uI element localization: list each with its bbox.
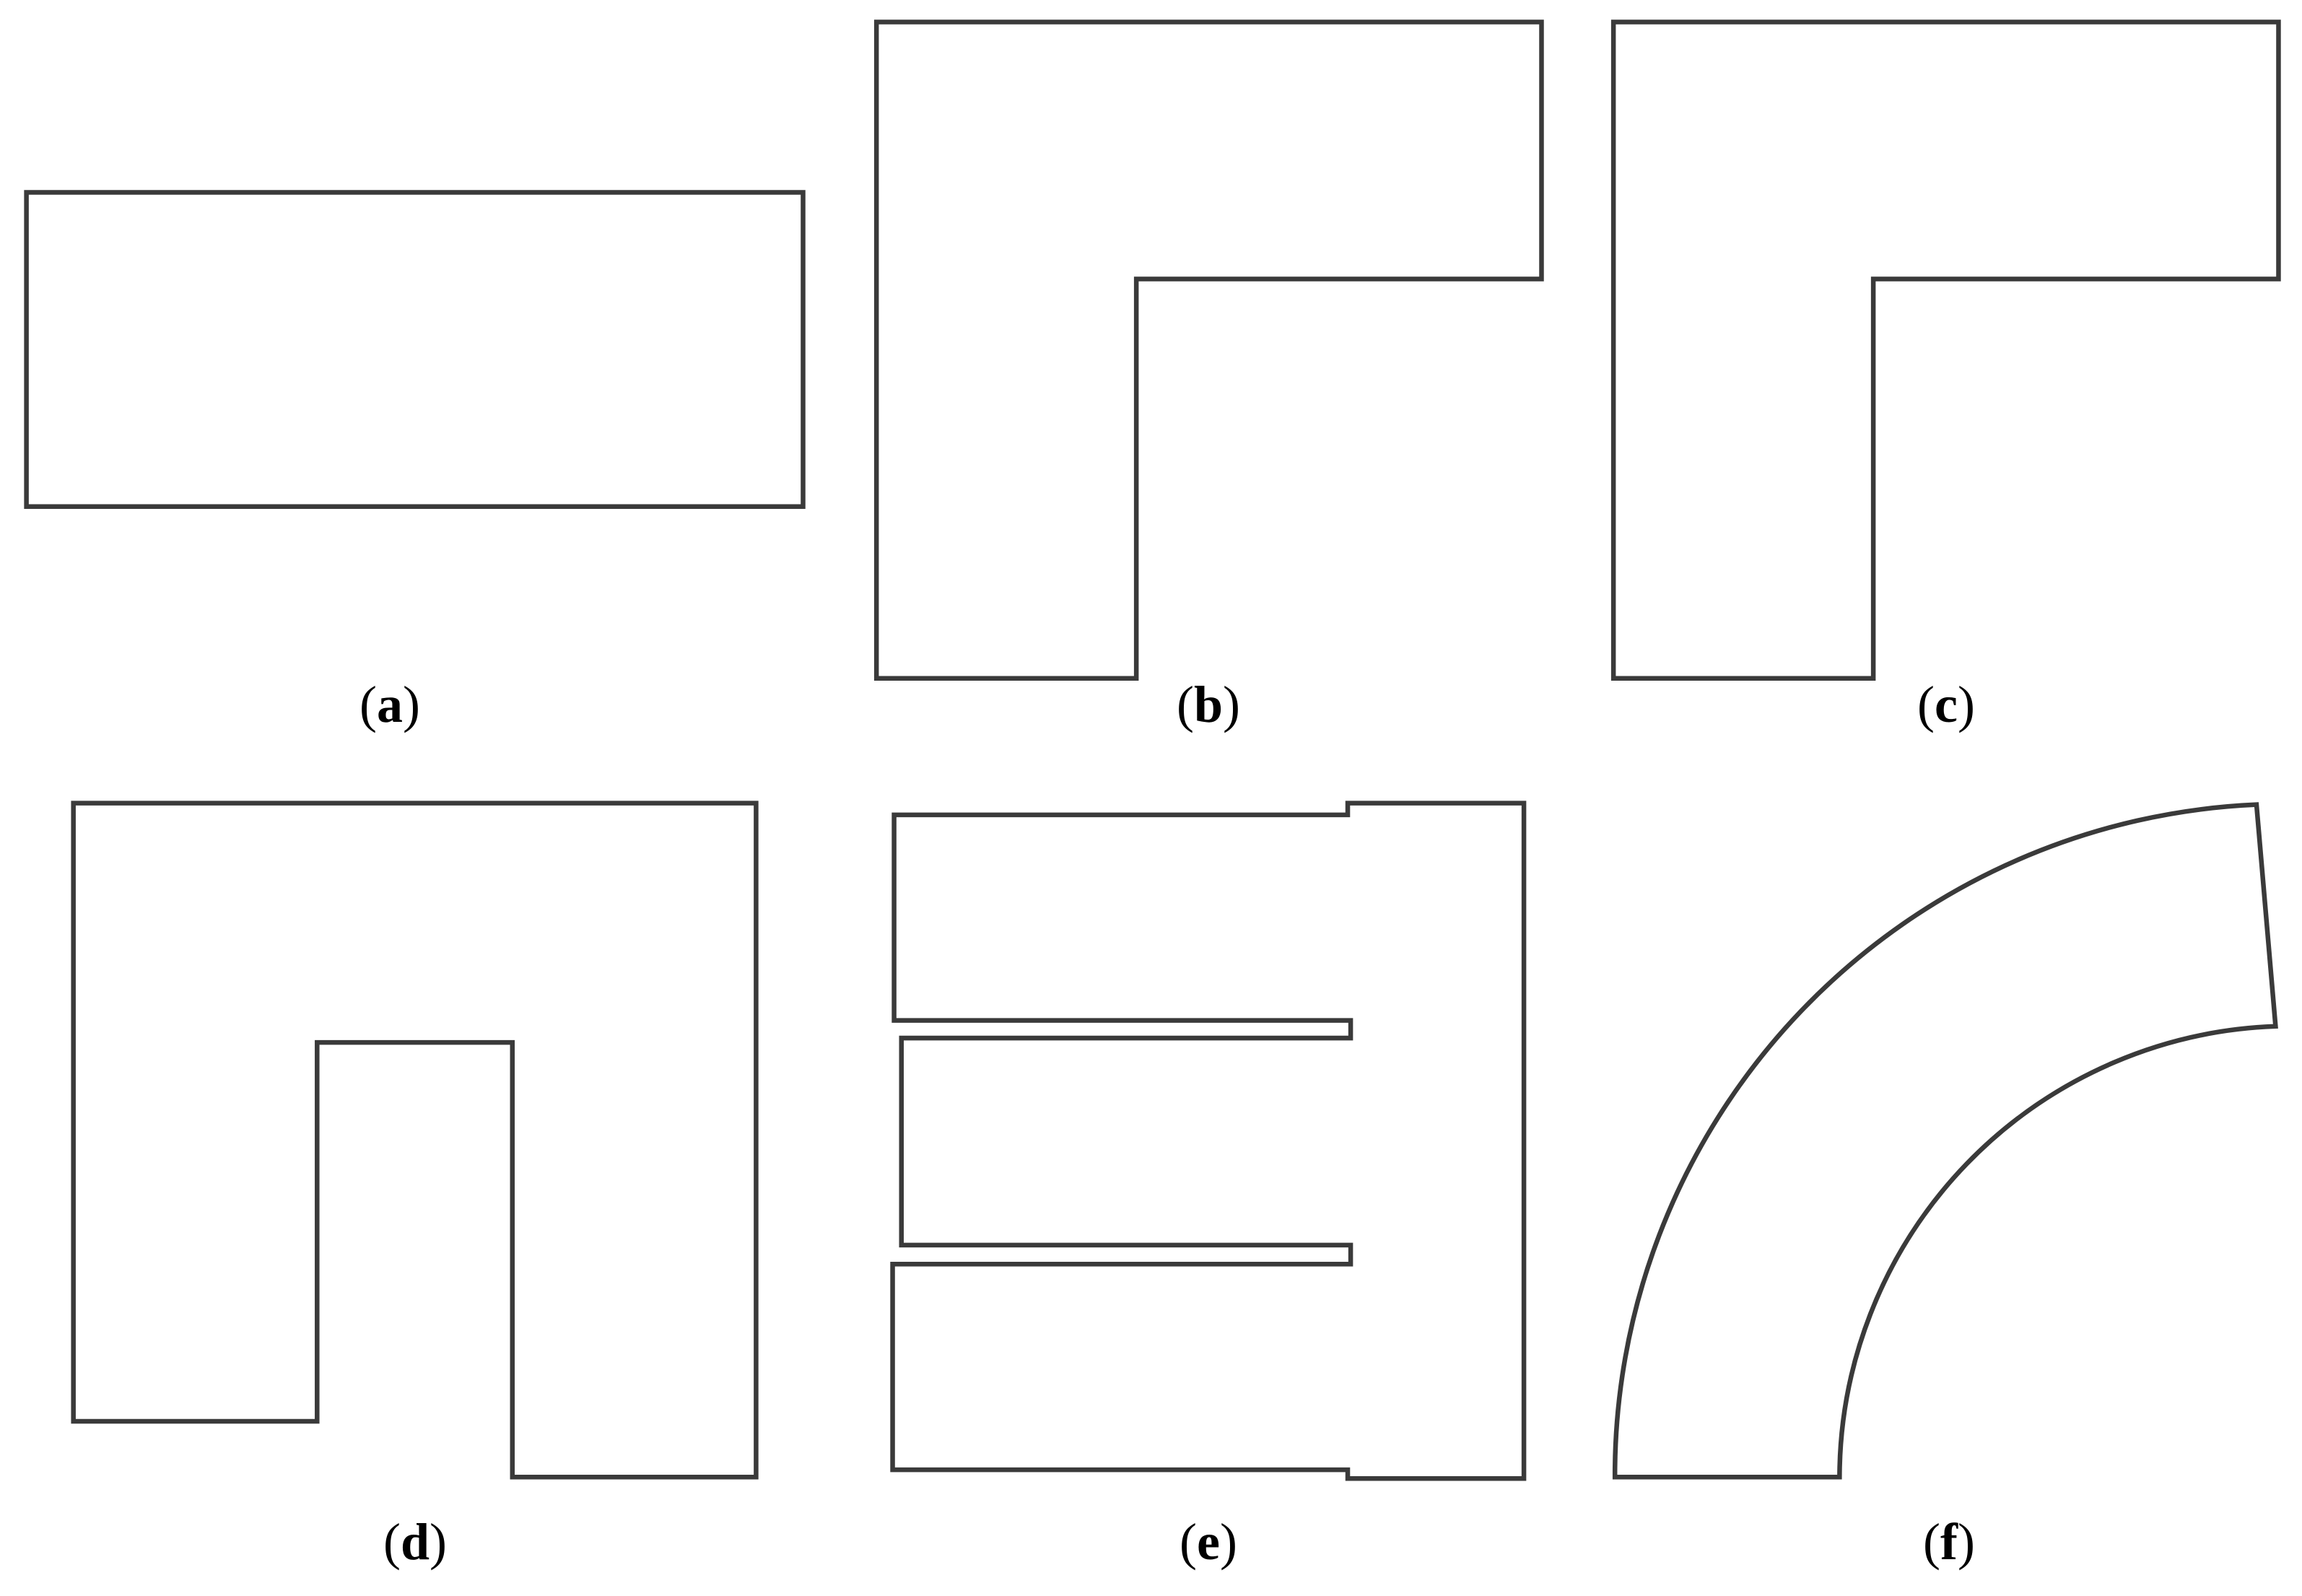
caption-b: (b) (1176, 676, 1241, 733)
panel-d-shape (71, 801, 759, 1480)
caption-f: (f) (1923, 1513, 1975, 1571)
caption-a: (a) (359, 676, 420, 733)
caption-d: (d) (383, 1513, 448, 1571)
panel-f-shape (1612, 802, 2278, 1480)
caption-e: (e) (1180, 1513, 1237, 1571)
panel-c-shape (1610, 19, 2281, 681)
panel-e-shape (890, 801, 1527, 1481)
panel-a-shape (24, 190, 806, 509)
panel-b-shape (873, 19, 1544, 681)
caption-c: (c) (1917, 676, 1975, 733)
